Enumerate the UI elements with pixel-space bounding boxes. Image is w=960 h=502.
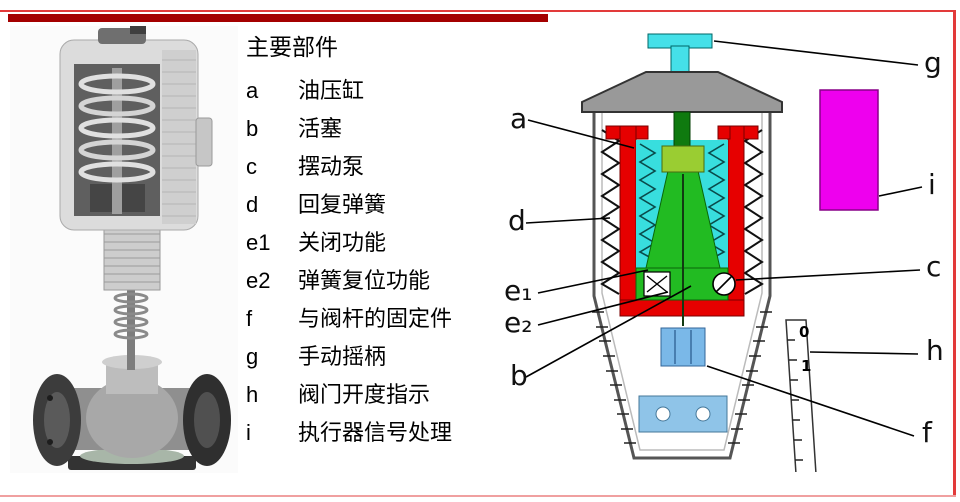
drive-head bbox=[59, 26, 213, 231]
parts-list-title: 主要部件 bbox=[246, 34, 338, 60]
parts-list: 主要部件 a 油压缸 b 活塞 c 摆动泵 d 回复弹簧 e1 关闭功能 e2 … bbox=[246, 30, 498, 452]
part-row: i 执行器信号处理 bbox=[246, 414, 498, 452]
leader-h bbox=[809, 351, 919, 355]
leader-i bbox=[878, 186, 923, 197]
leader-f bbox=[706, 365, 915, 437]
right-rule bbox=[953, 10, 956, 497]
part-row: g 手动摇柄 bbox=[246, 338, 498, 376]
top-rule-thin bbox=[0, 10, 956, 12]
diagram-label-b: b bbox=[510, 359, 528, 392]
diagram-label-a: a bbox=[510, 102, 527, 135]
signal-processing-block bbox=[819, 89, 879, 211]
return-spring-right bbox=[743, 129, 764, 295]
part-label: 弹簧复位功能 bbox=[298, 268, 431, 293]
part-row: e2 弹簧复位功能 bbox=[246, 262, 498, 300]
part-key: e2 bbox=[246, 268, 271, 293]
part-row: a 油压缸 bbox=[246, 72, 498, 110]
leader-g bbox=[713, 40, 919, 66]
valve-body bbox=[33, 355, 231, 466]
part-key: c bbox=[246, 154, 257, 179]
actuator-photo-drawing bbox=[33, 26, 231, 470]
diagram-label-h: h bbox=[926, 334, 944, 367]
actuator-photo bbox=[10, 26, 238, 473]
part-row: c 摆动泵 bbox=[246, 148, 498, 186]
part-label: 油压缸 bbox=[298, 78, 365, 103]
part-key: d bbox=[246, 192, 259, 217]
part-label: 手动摇柄 bbox=[298, 344, 387, 369]
part-key: g bbox=[246, 344, 259, 369]
leader-c bbox=[735, 269, 921, 281]
diagram-label-e1: e₁ bbox=[504, 274, 532, 307]
part-label: 执行器信号处理 bbox=[298, 420, 453, 445]
diagram-label-e2: e₂ bbox=[504, 306, 532, 339]
part-row: d 回复弹簧 bbox=[246, 186, 498, 224]
diagram-label-c: c bbox=[926, 250, 941, 283]
diagram-labels: a d e₁ e₂ b g i c h f bbox=[504, 46, 944, 449]
part-row: f 与阀杆的固定件 bbox=[246, 300, 498, 338]
opening-indicator-strip: 0 1 bbox=[785, 319, 817, 472]
indicator-digit-zero: 0 bbox=[799, 323, 809, 341]
part-row: e1 关闭功能 bbox=[246, 224, 498, 262]
part-label: 与阀杆的固定件 bbox=[298, 306, 453, 331]
part-key: e1 bbox=[246, 230, 271, 255]
part-label: 阀门开度指示 bbox=[298, 382, 431, 407]
part-label: 关闭功能 bbox=[298, 230, 387, 255]
gland-nut bbox=[661, 145, 705, 173]
right-scale-ticks bbox=[728, 311, 772, 444]
indicator-ticks bbox=[787, 339, 803, 461]
actuator-diagram: 0 1 bbox=[498, 28, 954, 472]
part-row: h 阀门开度指示 bbox=[246, 376, 498, 414]
part-key: i bbox=[246, 420, 251, 445]
top-rule-thick bbox=[8, 14, 548, 22]
return-springs bbox=[600, 129, 764, 295]
leader-d bbox=[525, 217, 611, 224]
part-key: b bbox=[246, 116, 259, 141]
stem-coupling bbox=[660, 327, 706, 367]
bellows-neck bbox=[103, 222, 161, 291]
leader-a bbox=[527, 119, 635, 149]
part-label: 回复弹簧 bbox=[298, 192, 387, 217]
diagram-label-g: g bbox=[924, 46, 942, 79]
part-key: h bbox=[246, 382, 259, 407]
oil-cylinder bbox=[605, 125, 759, 317]
part-label: 摆动泵 bbox=[298, 154, 365, 179]
yoke-plate bbox=[638, 395, 728, 433]
leader-e2 bbox=[537, 291, 669, 326]
return-spring-left bbox=[600, 129, 621, 295]
part-label: 活塞 bbox=[298, 116, 343, 141]
valve-stem bbox=[113, 286, 149, 370]
part-key: f bbox=[246, 306, 253, 331]
leader-b bbox=[525, 285, 692, 378]
actuator-diagram-drawing: 0 1 bbox=[504, 33, 944, 472]
top-cap bbox=[581, 71, 783, 113]
part-row: b 活塞 bbox=[246, 110, 498, 148]
indicator-digit-one: 1 bbox=[801, 357, 811, 375]
oscillating-pump-symbol bbox=[712, 272, 736, 296]
diagram-label-f: f bbox=[922, 416, 933, 449]
part-key: a bbox=[246, 78, 259, 103]
diagram-label-d: d bbox=[508, 204, 526, 237]
diagram-label-i: i bbox=[928, 168, 936, 201]
leader-lines bbox=[525, 40, 923, 437]
left-scale-ticks bbox=[592, 311, 636, 444]
bottom-rule bbox=[0, 495, 956, 497]
leader-e1 bbox=[537, 269, 649, 294]
